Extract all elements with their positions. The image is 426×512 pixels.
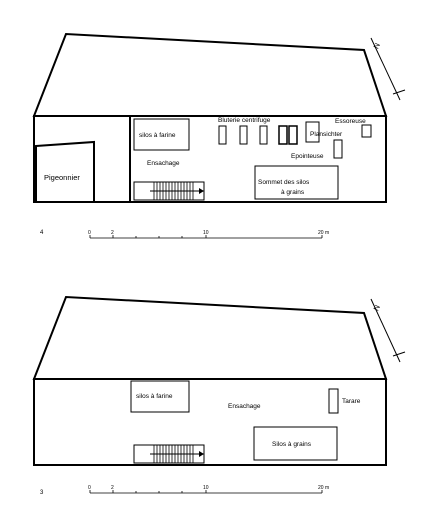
lower-scale-bar: 0 2 10 20 m bbox=[88, 485, 329, 494]
upper-scale-tick-10: 10 bbox=[203, 230, 209, 236]
upper-plan: Pigeonnier silos à farine Ensachage bbox=[32, 32, 406, 239]
bluterie-label: Bluterie centrifuge bbox=[218, 117, 271, 124]
lower-staircase bbox=[133, 444, 205, 464]
upper-scale-tick-20: 20 m bbox=[318, 230, 329, 236]
bluterie-unit-4 bbox=[278, 125, 288, 145]
upper-building-outline bbox=[33, 115, 387, 203]
pigeonnier-label: Pigeonnier bbox=[44, 173, 80, 182]
upper-scale-tick-2: 2 bbox=[111, 230, 114, 236]
lower-plan: silos à farine Ensachage Tarare Silos à … bbox=[32, 295, 406, 496]
upper-scale-tick-0: 0 bbox=[88, 230, 91, 236]
upper-silos-farine-box bbox=[133, 118, 190, 151]
upper-silos-farine-label: silos à farine bbox=[139, 132, 176, 139]
bluterie-unit-3 bbox=[259, 125, 268, 145]
lower-scale-tick-10: 10 bbox=[203, 485, 209, 491]
essoreuse-label: Essoreuse bbox=[335, 118, 366, 125]
epointeuse-label: Epointeuse bbox=[291, 153, 324, 160]
lower-scale-tick-0: 0 bbox=[88, 485, 91, 491]
bluterie-unit-5 bbox=[288, 125, 298, 145]
tarare-unit bbox=[328, 388, 339, 414]
silos-grains-label: Silos à grains bbox=[272, 441, 312, 448]
bluterie-unit-1 bbox=[218, 125, 227, 145]
lower-building-outline bbox=[33, 378, 387, 466]
sommet-silos-box bbox=[254, 165, 339, 200]
plansichter-label: Plansichter bbox=[310, 131, 343, 138]
essoreuse-unit bbox=[361, 124, 372, 138]
lower-ensachage-label: Ensachage bbox=[228, 403, 261, 410]
upper-ensachage-label: Ensachage bbox=[147, 160, 180, 167]
upper-floor-number: 4 bbox=[40, 230, 44, 236]
silos-grains-box bbox=[253, 426, 338, 461]
upper-roof-outline bbox=[32, 32, 388, 117]
lower-scale-tick-2: 2 bbox=[111, 485, 114, 491]
lower-north-symbol: N bbox=[372, 303, 382, 312]
lower-roof-outline bbox=[32, 295, 388, 380]
lower-silos-farine-box bbox=[130, 380, 190, 413]
lower-floor-number: 3 bbox=[40, 490, 44, 496]
upper-staircase bbox=[133, 181, 205, 201]
bluterie-unit-2 bbox=[239, 125, 248, 145]
sommet-silos-label-line2: à grains bbox=[281, 189, 305, 196]
plansichter-unit bbox=[305, 121, 320, 143]
upper-north-symbol: N bbox=[372, 41, 382, 50]
lower-scale-tick-20: 20 m bbox=[318, 485, 329, 491]
lower-silos-farine-label: silos à farine bbox=[136, 393, 173, 400]
sommet-silos-label-line1: Sommet des silos bbox=[258, 179, 310, 186]
upper-north-arrow: N bbox=[370, 37, 406, 101]
lower-north-arrow: N bbox=[370, 298, 406, 363]
pigeonnier-room bbox=[35, 140, 95, 203]
upper-scale-bar: 0 2 10 20 m bbox=[88, 230, 329, 239]
epointeuse-unit bbox=[333, 139, 343, 159]
tarare-label: Tarare bbox=[342, 398, 361, 405]
